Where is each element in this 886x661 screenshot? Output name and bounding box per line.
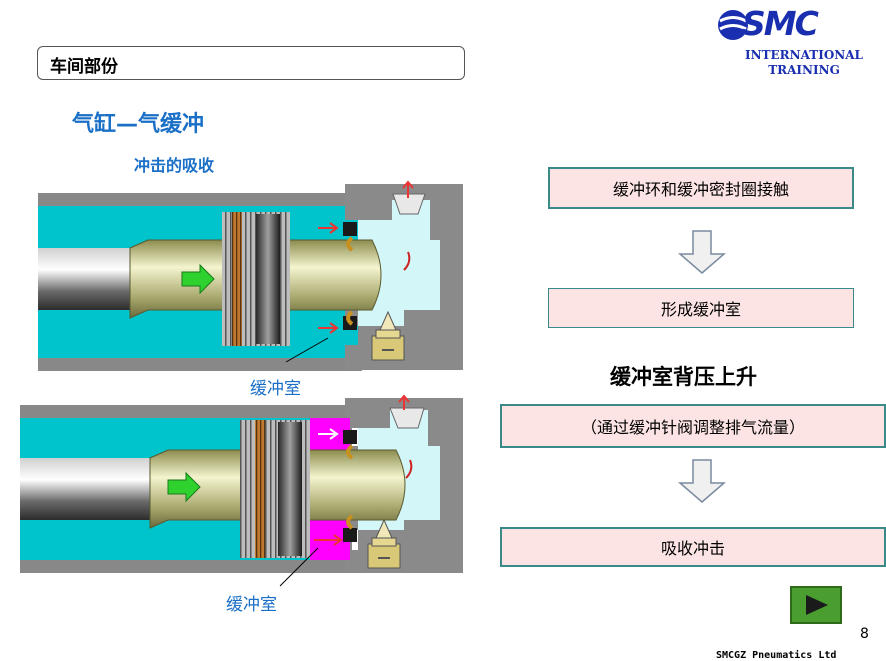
page-subtitle: 冲击的吸收: [134, 156, 215, 175]
flow-step-4: 吸收冲击: [500, 527, 886, 567]
logo-line-international: INTERNATIONAL: [745, 48, 863, 62]
section-header-box: [37, 46, 465, 80]
flow-step-1: 缓冲环和缓冲密封圈接触: [548, 167, 854, 209]
piston-seal-bottom: [255, 420, 265, 558]
logo-brand: SMC: [742, 4, 819, 43]
cylinder-diagram-top: [38, 180, 463, 371]
piston-rod-bottom: [20, 458, 160, 520]
needle-valve-bottom: [367, 518, 401, 569]
footer-company: SMCGZ Pneumatics Ltd: [716, 650, 837, 661]
cushion-chamber-label-bottom: 缓冲室: [226, 595, 277, 615]
exhaust-arrow-top-icon: [402, 180, 414, 198]
flow-arrow-1-icon: [677, 230, 727, 274]
motion-arrow-top-icon: [181, 263, 215, 295]
play-button[interactable]: [790, 586, 842, 624]
page-title: 气缸—气缓冲: [72, 112, 205, 137]
chamber-leader-bottom: [279, 547, 319, 587]
cushion-chamber-label-top: 缓冲室: [250, 379, 301, 399]
logo-line-training: TRAINING: [768, 63, 840, 77]
cushion-seal-top-lower: [346, 310, 354, 326]
flow-step-2: 形成缓冲室: [548, 288, 854, 328]
flow-arrow-2-icon: [677, 459, 727, 503]
exhaust-arrow-bottom-icon: [398, 394, 410, 410]
piston-seal-top: [232, 212, 242, 346]
play-icon: [806, 595, 828, 615]
exhaust-port-top: [392, 193, 426, 215]
cushion-seal-top-upper: [346, 236, 354, 252]
smc-logo-icon: [718, 10, 748, 40]
flow-step-3: （通过缓冲针阀调整排气流量）: [500, 404, 886, 448]
chamber-leader-top: [285, 337, 329, 363]
cylinder-diagram-bottom: [20, 394, 463, 587]
flow-heading: 缓冲室背压上升: [610, 365, 757, 389]
page-number: 8: [860, 626, 869, 642]
exhaust-port-bottom: [389, 407, 425, 429]
needle-valve-top: [371, 310, 405, 361]
piston-rod-top: [38, 248, 138, 310]
section-header: 车间部份: [50, 57, 118, 77]
motion-arrow-bottom-icon: [167, 471, 201, 503]
